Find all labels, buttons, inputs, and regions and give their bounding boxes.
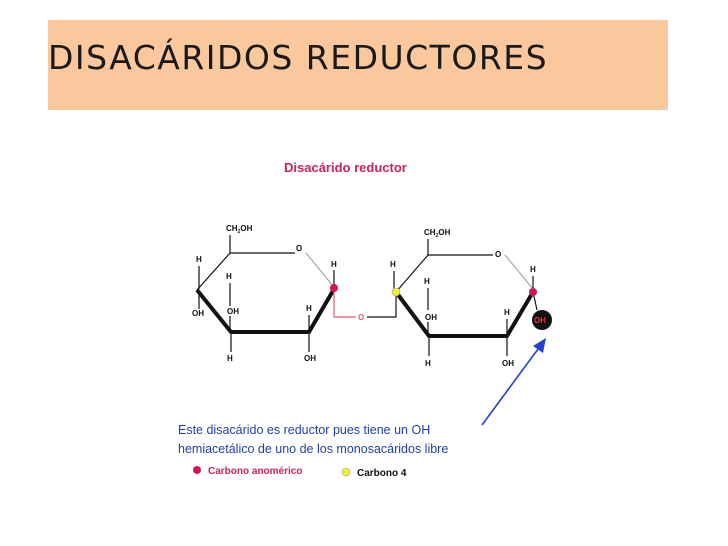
right-h-top-left: H [390, 260, 396, 269]
legend-carbon4-label: Carbono 4 [357, 468, 407, 479]
diagram-title: Disacárido reductor [284, 160, 407, 175]
right-h-right: H [530, 265, 536, 274]
left-h-top-left: H [196, 255, 202, 264]
left-ring-oxygen: O [296, 244, 302, 253]
legend-anomeric-swatch [193, 466, 201, 474]
right-ring-oxygen: O [495, 250, 501, 259]
free-oh-label: OH [534, 316, 546, 325]
anomeric-carbon-marker [330, 284, 338, 292]
legend-carbon4-swatch [341, 467, 351, 477]
left-h-bottom: H [227, 354, 233, 363]
right-anomeric-carbon-marker [529, 288, 537, 296]
left-oh-outer: OH [192, 309, 204, 318]
left-glucose-ring: CH2OH O H OH H OH H H OH H [192, 224, 337, 363]
right-ring-front-bonds [394, 290, 535, 338]
right-oh-bottom: OH [502, 359, 514, 368]
explanation-line-2: hemiacetálico de uno de los monosacárido… [178, 442, 448, 456]
right-ring-bond-c5-c4 [395, 254, 429, 293]
glycosidic-bond-left [333, 289, 356, 318]
arrow-shaft [481, 344, 542, 426]
legend-anomeric-label: Carbono anomérico [208, 466, 302, 477]
left-ring-bond-c5-c4 [196, 252, 231, 291]
left-oh-inner: OH [227, 307, 239, 316]
left-h-lower-right: H [306, 304, 312, 313]
right-ring-bond-o-c1 [504, 254, 534, 290]
right-glucose-ring: CH2OH O H H OH H H OH H OH [390, 228, 552, 368]
title-bar [48, 20, 668, 110]
arrow-head [533, 338, 546, 353]
explanation-line-1: Este disacárido es reductor pues tiene u… [178, 423, 430, 437]
left-ring-front-bonds [195, 287, 336, 334]
left-oh-bottom: OH [304, 354, 316, 363]
left-ring-bond-o-c1 [305, 252, 335, 288]
explanation-arrow [481, 338, 546, 426]
right-ch2oh-label: CH2OH [424, 228, 451, 239]
slide-title: DISACÁRIDOS REDUCTORES [48, 38, 549, 77]
legend: Carbono anomérico Carbono 4 [193, 466, 407, 479]
left-ch2oh-label: CH2OH [226, 224, 253, 235]
right-h-bottom: H [425, 359, 431, 368]
glycosidic-oxygen: O [358, 313, 364, 322]
right-h-inner: H [424, 277, 430, 286]
right-oh-inner: OH [425, 313, 437, 322]
free-oh-badge [532, 310, 552, 330]
right-h-lower-right: H [504, 308, 510, 317]
left-h-right: H [331, 260, 337, 269]
glycosidic-bond-right [367, 292, 397, 318]
left-h-inner: H [226, 272, 232, 281]
carbon-4-marker [391, 287, 401, 297]
glycosidic-bond: O [333, 289, 397, 322]
